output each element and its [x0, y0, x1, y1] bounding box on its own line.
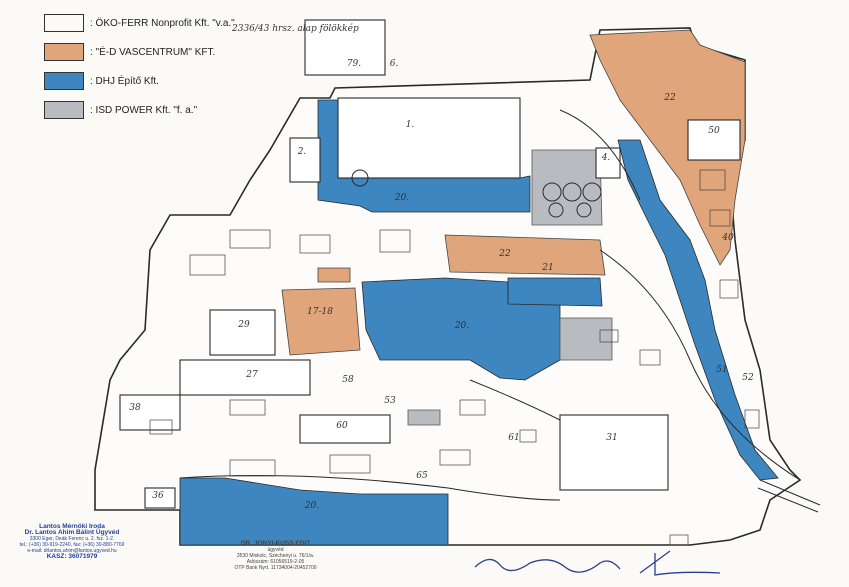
plot-label: 20.: [454, 321, 469, 331]
plot-labels: 1. 20. 22 50 22 21 17-18 20. 29 27 38 31 20. 36 40 6. 79…: [129, 59, 754, 511]
plot-label: 51: [716, 365, 727, 375]
building-29: [209, 309, 276, 356]
stamp-left-kasz: KASZ: 36071979: [46, 553, 98, 560]
building-27: [179, 359, 311, 396]
plot-label: 52: [742, 373, 754, 383]
signature: [474, 550, 721, 576]
plot-label: 61: [508, 433, 519, 443]
plot-label: 29: [237, 320, 250, 330]
legend: : ÖKO-FERR Nonprofit Kft. "v.a." : "É-D …: [44, 12, 284, 128]
plot-label: 20.: [394, 193, 409, 203]
plot-label: 4.: [601, 153, 611, 163]
plot-label: 50: [708, 126, 720, 136]
plot-label: 53: [384, 396, 396, 406]
legend-item-isd-power: : ISD POWER Kft. "f. a.": [44, 99, 284, 121]
building-79: [304, 19, 386, 76]
plot-label: 27: [245, 370, 258, 380]
legend-swatch-oko-ferr: [44, 14, 84, 32]
plot-label: 22: [498, 249, 511, 259]
building-50: [687, 119, 741, 161]
dhj-areas: [179, 99, 779, 546]
isd-area-north: [531, 149, 603, 226]
building-36: [144, 487, 176, 509]
plot-label: 65: [416, 471, 428, 481]
storage-tanks: [351, 169, 602, 218]
plot-label: 1.: [406, 120, 415, 130]
legend-label-dhj: : DHJ Építő Kft.: [90, 75, 159, 87]
handwritten-note: 2336/43 hrsz. alap fölökkép: [232, 24, 359, 34]
legend-label-isd-power: : ISD POWER Kft. "f. a.": [90, 104, 198, 116]
vascentrum-area-17-18: [281, 287, 361, 356]
legend-swatch-isd-power: [44, 101, 84, 119]
lawyer-stamp-left: Lantos Mérnöki Iroda Dr. Lantos Ahim Bál…: [2, 523, 142, 560]
lawyer-stamp-mid: DR. JONYI-KUSS EDIT ügyvéd 3530 Miskolc,…: [208, 540, 343, 571]
buildings: [119, 19, 741, 509]
stamp-left-email: e-mail: drlantos.ahim@lantos.ugyved.hu: [27, 548, 117, 554]
minor-structures: [149, 169, 760, 546]
plot-label: 58: [342, 375, 354, 385]
plot-label: 60: [336, 421, 348, 431]
legend-item-oko-ferr: : ÖKO-FERR Nonprofit Kft. "v.a.": [44, 12, 284, 34]
isd-area-small: [407, 409, 441, 426]
building-31: [559, 414, 669, 491]
rail-lines: [179, 109, 821, 513]
vascentrum-area-small: [317, 267, 351, 283]
plot-label: 79.: [347, 59, 361, 69]
stamp-left-address: 3300 Eger, Deák Ferenc u. 2. fsz. 1-2.: [29, 536, 115, 542]
dhj-area-corridor: [617, 139, 779, 481]
dhj-area-east-strip: [507, 277, 603, 307]
vascentrum-area-22-north: [589, 29, 746, 266]
plot-label: 17-18: [307, 307, 333, 317]
stamp-mid-title: DR. JONYI-KUSS EDIT: [240, 540, 311, 547]
stamp-mid-role: ügyvéd: [267, 547, 284, 553]
stamp-mid-bank: OTP Bank Nyrt. 11734004-20452700: [234, 565, 317, 571]
plot-label: 20.: [304, 501, 319, 511]
stamp-left-title: Lantos Mérnöki Iroda: [39, 523, 105, 530]
stamp-mid-tax: Adószám: 61056519-2-05: [246, 559, 305, 565]
stamp-mid-address: 3530 Miskolc, Széchenyi u. 76/1/a.: [236, 553, 315, 559]
legend-label-vascentrum: : "É-D VASCENTRUM" KFT.: [90, 46, 216, 58]
plot-label: 22: [663, 93, 676, 103]
plot-label: 21: [541, 263, 553, 273]
isd-area-center: [559, 317, 613, 361]
stamp-left-name: Dr. Lantos Ahim Bálint Ügyvéd: [24, 529, 120, 536]
plot-label: 31: [606, 433, 617, 443]
legend-label-oko-ferr: : ÖKO-FERR Nonprofit Kft. "v.a.": [90, 17, 235, 29]
legend-swatch-vascentrum: [44, 43, 84, 61]
vascentrum-areas: [281, 29, 746, 356]
building-2: [289, 137, 321, 183]
plot-label: 2.: [297, 147, 307, 157]
stamp-left-phone: tel.: (+36) 30-919-2240, fax: (+36) 30-8…: [19, 542, 125, 548]
plot-label: 6.: [390, 59, 399, 69]
legend-item-dhj: : DHJ Építő Kft.: [44, 70, 284, 92]
legend-swatch-dhj: [44, 72, 84, 90]
plot-label: 40: [721, 233, 734, 243]
building-1: [337, 97, 521, 179]
dhj-area-20-south: [179, 477, 449, 546]
legend-item-vascentrum: : "É-D VASCENTRUM" KFT.: [44, 41, 284, 63]
isd-power-areas: [407, 149, 613, 426]
plot-label: 38: [129, 403, 141, 413]
building-60: [299, 414, 391, 444]
plot-label: 36: [152, 491, 164, 501]
vascentrum-area-22-center: [444, 234, 606, 276]
